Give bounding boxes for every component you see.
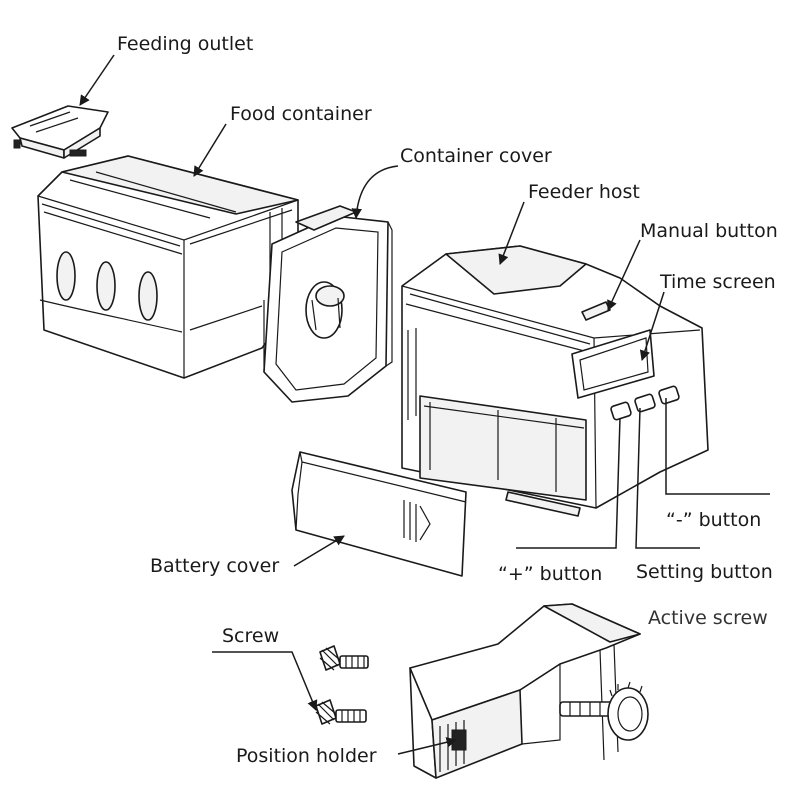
label-time-screen: Time screen: [659, 271, 776, 293]
label-battery-cover: Battery cover: [150, 555, 279, 577]
clamp-holder-part: [409, 603, 649, 779]
leader-screw: [212, 651, 318, 711]
label-setting-button: Setting button: [636, 561, 773, 583]
leader-battery-cover: [293, 535, 345, 567]
screw-top-part: [319, 645, 369, 671]
label-minus-button: “-” button: [666, 509, 761, 531]
leader-container-cover: [351, 165, 399, 220]
leader-position-holder: [397, 737, 458, 755]
leader-feeder-host: [498, 201, 525, 265]
leader-food-container: [193, 123, 227, 177]
feeding-outlet-part: [11, 105, 109, 159]
leader-setting-button: [635, 407, 700, 549]
label-feeding-outlet: Feeding outlet: [117, 33, 253, 55]
screw-bottom-part: [315, 699, 367, 725]
leader-manual-button: [607, 239, 641, 311]
battery-cover-part: [291, 451, 467, 577]
leader-feeding-outlet: [79, 54, 115, 106]
leader-time-screen: [639, 291, 665, 361]
food-container-part: [37, 155, 299, 379]
label-container-cover: Container cover: [400, 145, 552, 167]
label-food-container: Food container: [230, 103, 372, 125]
label-position-holder: Position holder: [236, 745, 377, 767]
label-active-screw: Active screw: [648, 607, 768, 629]
label-plus-button: “+” button: [498, 563, 602, 585]
leader-minus-button: [665, 398, 770, 495]
label-feeder-host: Feeder host: [528, 181, 640, 203]
feeder-host-part: [401, 245, 709, 517]
label-manual-button: Manual button: [640, 220, 778, 242]
leader-plus-button: [516, 417, 621, 549]
label-screw: Screw: [222, 625, 279, 647]
